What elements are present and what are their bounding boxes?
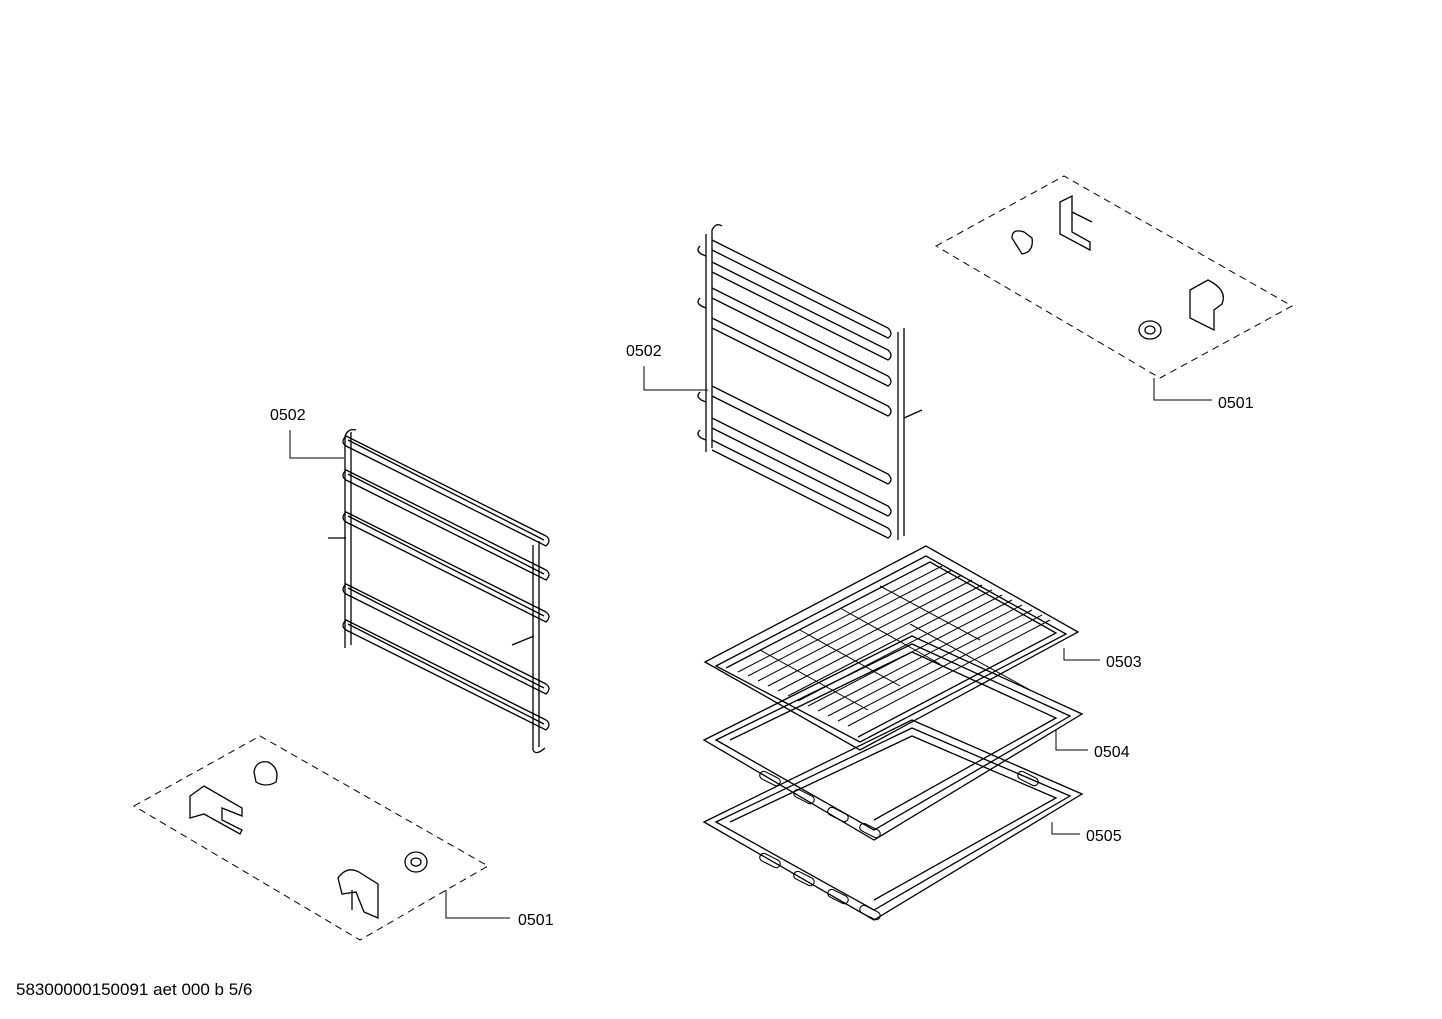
callout-support-kit-right: 0501 bbox=[1218, 395, 1254, 412]
baking-tray bbox=[702, 635, 1084, 841]
leader-lines bbox=[289, 366, 1212, 919]
deep-tray bbox=[702, 719, 1084, 921]
callout-rail-rack-right: 0502 bbox=[626, 343, 662, 360]
document-code: 58300000150091 aet 000 b 5/6 bbox=[16, 980, 253, 999]
right-support-kit bbox=[934, 175, 1294, 379]
callout-rail-rack-left: 0502 bbox=[270, 407, 306, 424]
right-rail-rack bbox=[697, 224, 923, 540]
callout-wire-grid-rack: 0503 bbox=[1106, 654, 1142, 671]
wire-grid-rack bbox=[703, 545, 1080, 751]
callout-baking-tray: 0504 bbox=[1094, 744, 1130, 761]
callout-support-kit-left: 0501 bbox=[518, 912, 554, 929]
left-support-kit bbox=[132, 735, 490, 941]
callout-deep-tray: 0505 bbox=[1086, 828, 1122, 845]
left-rail-rack bbox=[328, 428, 550, 754]
